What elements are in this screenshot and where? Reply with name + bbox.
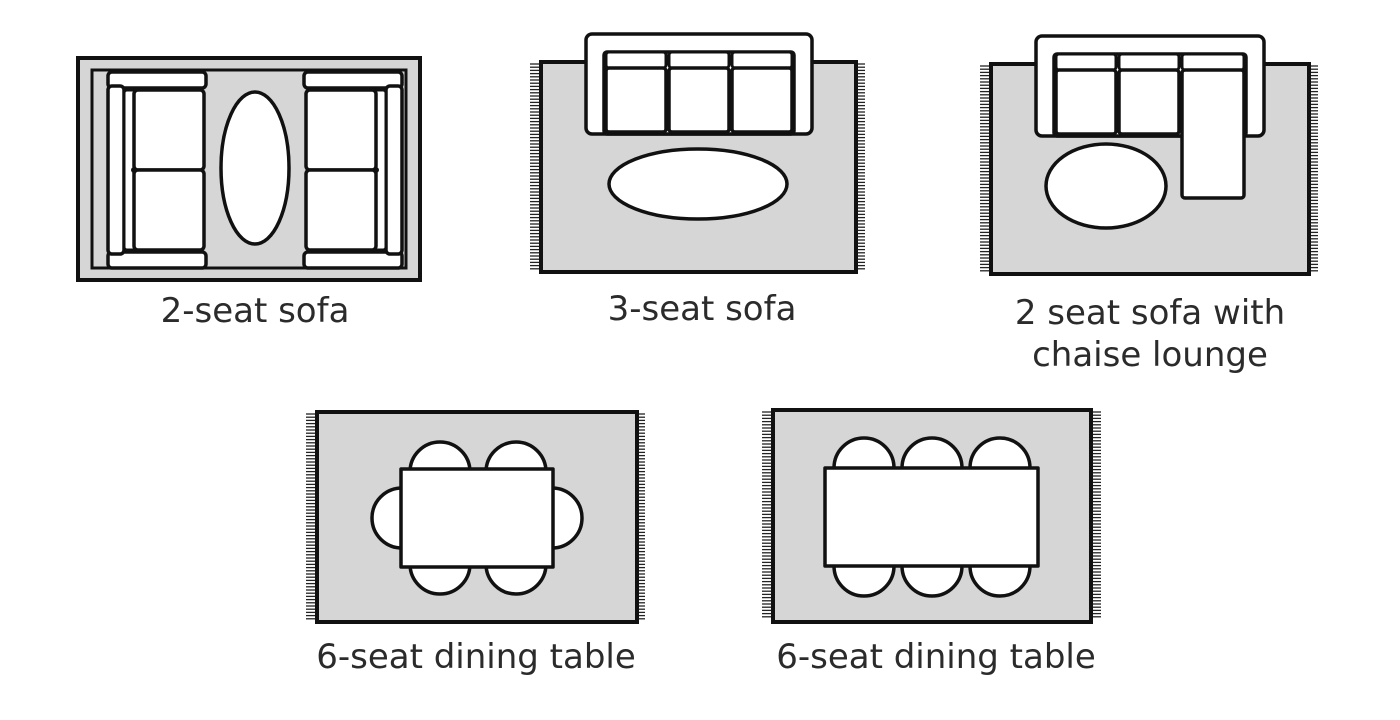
back-cushion xyxy=(730,50,794,70)
three-seat-sofa xyxy=(584,32,814,136)
rug-fringe-left xyxy=(762,411,772,618)
seat-cushion xyxy=(1117,68,1181,136)
caption-line: chaise lounge xyxy=(1032,335,1268,375)
coffee-table xyxy=(607,147,789,221)
seat-cushion xyxy=(667,66,731,134)
back-cushion xyxy=(667,50,731,70)
rug-fringe-left xyxy=(980,65,990,272)
layout-three-seat-sofa: 3-seat sofa xyxy=(530,32,865,329)
loveseat-left xyxy=(106,70,208,270)
caption-line: 6-seat dining table xyxy=(316,637,636,677)
layout-dining-six-a: 6-seat dining table xyxy=(306,410,645,677)
cushion-joint xyxy=(373,167,379,173)
seat-cushion xyxy=(304,168,378,252)
chaise-cushion xyxy=(1180,68,1246,200)
caption-line: 2-seat sofa xyxy=(161,291,350,331)
layout-two-seat-sofa: 2-seat sofa xyxy=(76,56,422,331)
loveseat-right xyxy=(302,70,404,270)
seat-cushion xyxy=(132,88,206,172)
chaise-sofa xyxy=(1034,34,1266,200)
armrest-top xyxy=(106,70,208,90)
layout-caption: 3-seat sofa xyxy=(608,289,797,329)
sofa-back xyxy=(384,84,404,256)
armrest-bottom xyxy=(106,250,208,270)
sofa-back xyxy=(106,84,126,256)
layout-dining-six-b: 6-seat dining table xyxy=(762,408,1101,677)
dining-table xyxy=(823,466,1040,568)
layout-caption: 6-seat dining table xyxy=(776,637,1096,677)
armrest-bottom xyxy=(302,250,404,270)
back-cushion xyxy=(1117,52,1181,72)
seat-cushion xyxy=(304,88,378,172)
coffee-table xyxy=(219,90,291,246)
caption-line: 3-seat sofa xyxy=(608,289,797,329)
layout-caption: 6-seat dining table xyxy=(316,637,636,677)
dining-table xyxy=(399,467,555,569)
rug-fringe-left xyxy=(530,63,540,270)
caption-line: 6-seat dining table xyxy=(776,637,1096,677)
caption-line: 2 seat sofa with xyxy=(1015,293,1285,333)
back-cushion xyxy=(604,50,668,70)
seat-cushion xyxy=(604,66,668,134)
cushion-joint xyxy=(131,167,137,173)
rug-inner-border xyxy=(90,68,408,270)
seat-cushion xyxy=(730,66,794,134)
rug-fringe-left xyxy=(306,413,316,620)
back-cushion xyxy=(1054,52,1118,72)
coffee-table xyxy=(1044,142,1168,230)
back-cushion xyxy=(1180,52,1246,72)
seat-cushion xyxy=(1054,68,1118,136)
seat-cushion xyxy=(132,168,206,252)
layout-caption: 2-seat sofa xyxy=(161,291,350,331)
armrest-top xyxy=(302,70,404,90)
